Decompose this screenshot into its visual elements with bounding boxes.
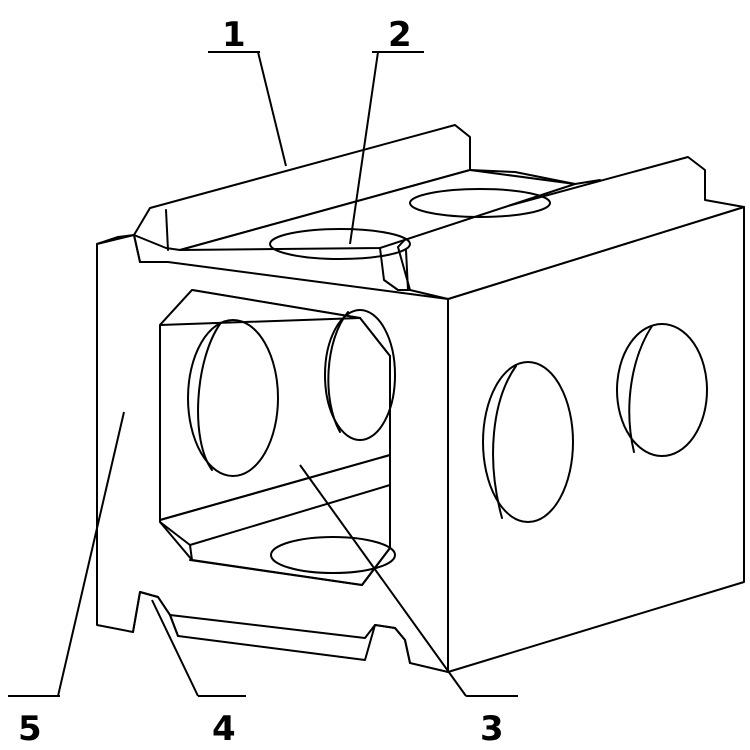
label-3: 3 xyxy=(480,709,504,749)
right-face-hole-back-inner xyxy=(628,325,653,453)
leader-4 xyxy=(151,599,199,697)
label-4: 4 xyxy=(212,709,236,749)
label-1: 1 xyxy=(222,15,246,55)
cavity-hole-left-inner xyxy=(197,323,221,471)
leader-1 xyxy=(257,51,287,167)
cavity-hole-right xyxy=(324,309,396,441)
top-hole-back xyxy=(409,188,551,218)
leader-3 xyxy=(299,464,467,697)
label-5: 5 xyxy=(18,709,42,749)
part-labels: 1 2 3 4 5 xyxy=(18,15,504,749)
inner-cavity xyxy=(159,289,396,586)
top-hole-front xyxy=(269,228,411,260)
cavity-shelf-front xyxy=(159,454,391,521)
leader-lines xyxy=(8,51,518,697)
cavity-hole-left xyxy=(187,319,279,477)
right-face-hole-front xyxy=(482,361,574,523)
cavity-hole-right-inner xyxy=(327,311,349,433)
cavity-shelf-back xyxy=(189,484,391,546)
leader-2 xyxy=(349,51,379,245)
right-face-hole-front-inner xyxy=(492,365,517,519)
right-face-hole-back xyxy=(616,323,708,457)
cavity-floor-hole xyxy=(270,536,396,574)
label-2: 2 xyxy=(388,15,412,55)
top-surface xyxy=(96,124,745,300)
leader-5 xyxy=(57,411,125,697)
